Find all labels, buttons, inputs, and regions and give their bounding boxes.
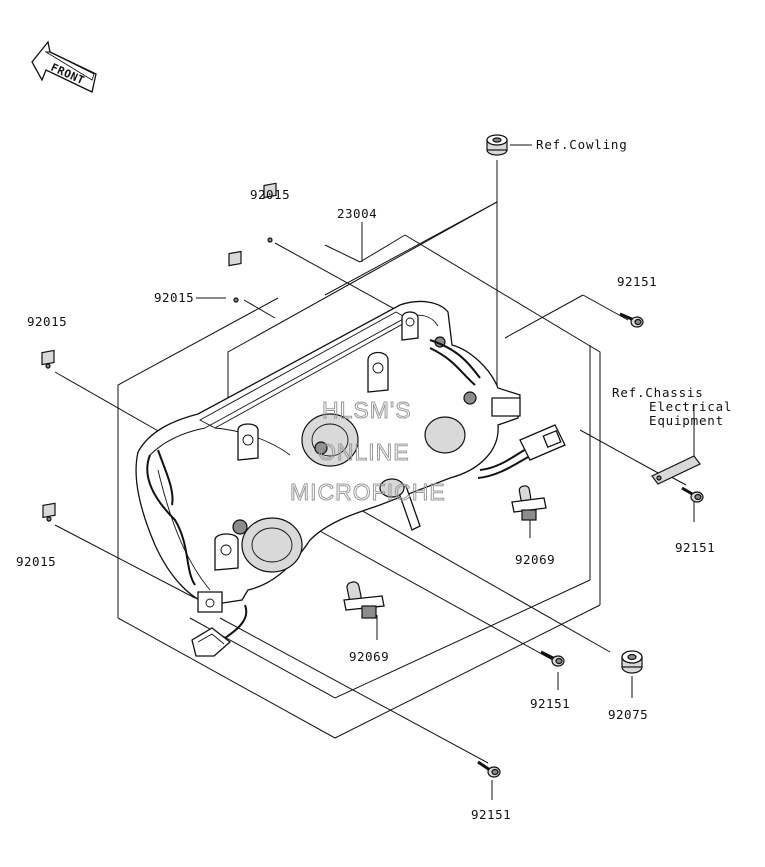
bolt-right-icon — [681, 486, 704, 503]
wiring-harness — [146, 339, 566, 639]
part-label-92075: 92075 — [608, 707, 648, 722]
ref-chassis-label-line3: Equipment — [649, 413, 724, 428]
leader-lines — [54, 144, 695, 800]
watermark-line3: MICROFICHE — [290, 479, 446, 505]
part-label-92015-lower-left: 92015 — [16, 554, 56, 569]
chassis-bracket-icon — [651, 455, 701, 485]
watermark-line1: HLSM'S — [322, 397, 412, 423]
ref-chassis-label-line2: Electrical — [649, 399, 732, 414]
connector-lower-left — [191, 627, 232, 657]
bolt-bottom-icon — [477, 760, 501, 778]
assembly-frame-lines — [117, 201, 601, 739]
ref-chassis-label-line1: Ref.Chassis — [612, 385, 704, 400]
bulb-left-icon — [343, 581, 385, 619]
part-label-92069-left: 92069 — [349, 649, 389, 664]
part-label-92015-upper-mid: 92015 — [154, 290, 194, 305]
bolt-top-right-icon — [619, 312, 644, 328]
ref-cowling-label: Ref.Cowling — [536, 137, 628, 152]
part-label-92151-right: 92151 — [675, 540, 715, 555]
part-label-92151-center-bottom: 92151 — [530, 696, 570, 711]
part-label-92015-top: 92015 — [250, 187, 290, 202]
part-label-92015-left: 92015 — [27, 314, 67, 329]
nut-upper-mid-icon — [228, 250, 242, 303]
nut-top-icon — [263, 182, 277, 243]
part-label-92151-bottom: 92151 — [471, 807, 511, 822]
part-label-92069-right: 92069 — [515, 552, 555, 567]
front-arrow-icon: FRONT — [31, 40, 97, 93]
bulb-right-icon — [511, 485, 547, 521]
headlight-housing — [135, 300, 521, 613]
nut-left-icon — [41, 349, 55, 369]
part-label-23004: 23004 — [337, 206, 377, 221]
bolt-center-bottom-icon — [540, 650, 565, 667]
nut-lower-left-icon — [42, 502, 56, 522]
part-label-92151-top-right: 92151 — [617, 274, 657, 289]
watermark-line2: ONLINE — [318, 439, 410, 465]
watermark: HLSM'S ONLINE MICROFICHE — [290, 397, 446, 506]
grommet-icon — [621, 650, 643, 674]
cowling-grommet-icon — [486, 134, 508, 156]
